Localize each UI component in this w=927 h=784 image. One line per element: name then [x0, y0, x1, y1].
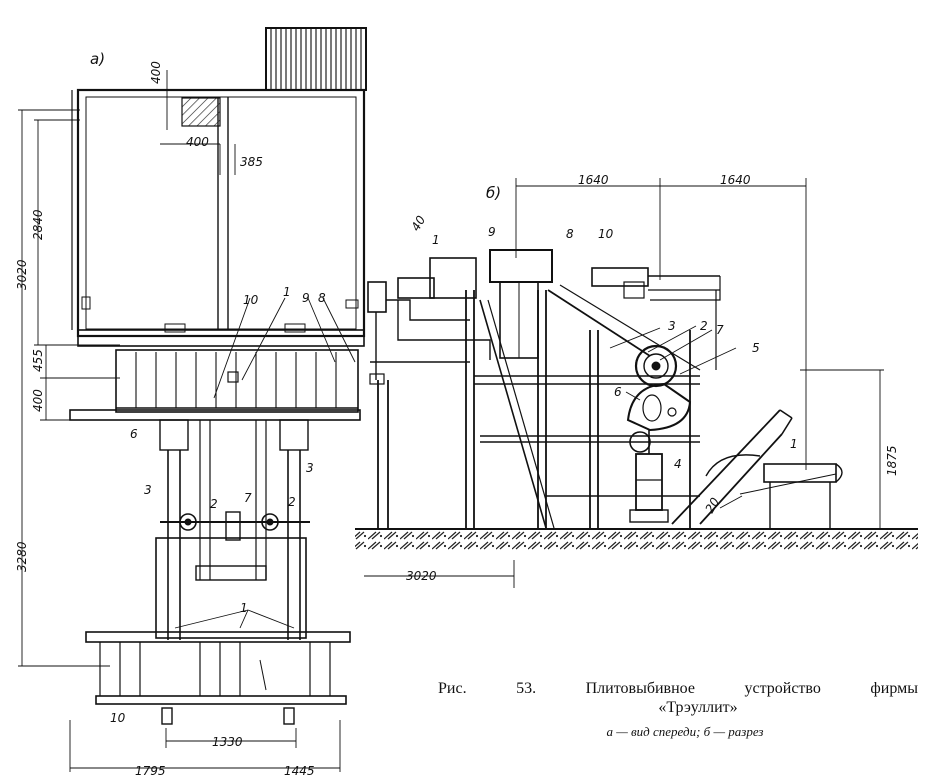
dim-400-left: 400 [31, 389, 45, 412]
callout-a-9: 9 [302, 291, 310, 305]
dim-3020: 3020 [15, 259, 29, 290]
caption-line-1: Рис. 53. Плитовыбивное устройство фирмы [438, 680, 918, 698]
dim-b-1875: 1875 [885, 445, 899, 476]
conveyor-side [763, 463, 837, 483]
dim-b-20: 20 [702, 495, 722, 516]
dim-400: 400 [186, 135, 209, 149]
dim-3280: 3280 [15, 541, 29, 572]
view-a-label: а) [90, 50, 105, 68]
callout-a-10-top: 10 [243, 293, 259, 307]
cylinder-4 [635, 453, 663, 511]
cabinet [76, 88, 366, 338]
view-b-section [355, 178, 918, 588]
callout-b-9: 9 [488, 225, 496, 239]
caption-subtitle: а — вид спереди; б — разрез [606, 724, 764, 739]
hatched-block [181, 97, 221, 127]
dim-b-3020: 3020 [406, 569, 437, 583]
caption-word: устройство [744, 680, 821, 697]
dim-b-1640-left: 1640 [578, 173, 609, 187]
callout-a-2-left: 2 [210, 497, 218, 511]
conveyor-front [85, 631, 351, 643]
callout-b-5: 5 [752, 341, 760, 355]
callout-b-2: 2 [700, 319, 708, 333]
caption-word: 53. [516, 680, 537, 697]
dim-400-top: 400 [149, 61, 163, 84]
dim-455: 455 [31, 349, 45, 372]
dim-1795: 1795 [135, 764, 166, 778]
callout-a-1-bottom: 1 [240, 601, 248, 615]
callout-b-1-right: 1 [790, 437, 798, 451]
callout-a-7: 7 [244, 491, 252, 505]
callout-a-8: 8 [318, 291, 326, 305]
dim-b-1640-right: 1640 [720, 173, 751, 187]
dim-385: 385 [240, 155, 263, 169]
dim-1445: 1445 [284, 764, 315, 778]
dim-2840: 2840 [31, 209, 45, 240]
callout-b-7: 7 [716, 323, 724, 337]
view-a-front [18, 27, 367, 772]
top-hopper [265, 27, 367, 91]
top-unit [489, 249, 553, 283]
ground-hatch [355, 531, 918, 551]
callout-a-6: 6 [130, 427, 138, 441]
caption-line-2: «Трэуллит» [658, 699, 738, 716]
callout-a-3-left: 3 [144, 483, 152, 497]
callout-b-6: 6 [614, 385, 622, 399]
cam-plate [626, 382, 692, 432]
dim-b-40: 40 [408, 213, 428, 234]
view-b-label: б) [486, 184, 501, 202]
callout-b-4: 4 [674, 457, 682, 471]
callout-b-3: 3 [668, 319, 676, 333]
callout-a-2-right: 2 [288, 495, 296, 509]
dim-1330: 1330 [212, 735, 243, 749]
callout-b-8: 8 [566, 227, 574, 241]
callout-a-3-right: 3 [306, 461, 314, 475]
callout-a-1-top: 1 [283, 285, 291, 299]
caption-word: Плитовыбивное [585, 680, 695, 697]
figure-caption: Рис. 53. Плитовыбивное устройство фирмы … [438, 680, 918, 740]
caption-word: Рис. [438, 680, 467, 697]
caption-word: фирмы [870, 680, 918, 697]
plate-band [115, 349, 359, 413]
callout-b-10: 10 [598, 227, 614, 241]
callout-a-10-bottom: 10 [110, 711, 126, 725]
callout-b-1-top: 1 [432, 233, 440, 247]
